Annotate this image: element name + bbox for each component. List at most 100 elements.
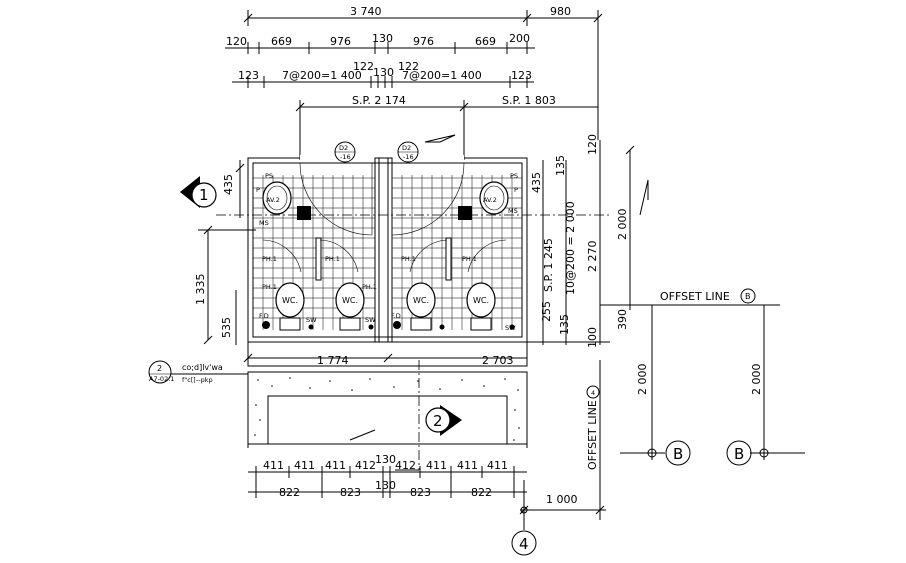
door-swings [299,162,465,236]
dim-row3a-0: 122 [353,60,374,73]
offset-line-4: OFFSET LINE 4 1 000 4 [511,360,606,556]
concrete-pattern [254,377,520,441]
dim-sp-left: S.P. 2 174 [352,94,406,107]
label-ph-3: PH.1 [462,255,477,263]
dim-right-2270: 2 270 [586,241,599,273]
left-dimensions: 435 1 335 535 [194,160,256,345]
label-wc-1: WC. [342,296,358,305]
right-dimensions: 135 435 S.P. 1 245 10@200 = 2 000 2 270 … [527,134,635,348]
door-tag-left-b: -16 [340,153,351,161]
dim-top-right: 980 [550,5,571,18]
dim-left-535: 535 [220,317,233,338]
fixture-labels: AV.2 AV.2 PS MS P PS MS P PH.1 PH.1 PH.1… [256,172,518,332]
dim-top-total: 3 740 [350,5,382,18]
dim-mid-2703: 2 703 [482,354,514,367]
dim-right-435: 435 [530,172,543,193]
door-tag-right-b: -16 [403,153,414,161]
section-2-label: 2 [433,412,443,430]
label-wc-2: WC. [413,296,429,305]
label-sw-2: SW [505,324,516,332]
dim-b2-3: 823 [410,486,431,499]
dim-row2-4: 976 [413,35,434,48]
label-ph-2: PH.1 [401,255,416,263]
dim-b1-1: 411 [294,459,315,472]
label-ph-1: PH.1 [325,255,340,263]
dim-b2-4: 822 [471,486,492,499]
label-misc-right-1: MS [508,207,518,215]
dim-row2-2: 976 [330,35,351,48]
dim-row2-3: 130 [372,32,393,45]
label-ph-4: PH.1 [262,283,277,291]
dim-b1-4: 130 [375,453,396,466]
dim-b1-8: 411 [487,459,508,472]
dim-b1-2: 411 [325,459,346,472]
section-marker-2: 2 [395,360,462,471]
label-misc-left-2: P [256,186,260,194]
offset-line-4-tag: 4 [591,389,595,397]
callout-sub: f"c[[--pkp [182,376,213,384]
dim-left-1335: 1 335 [194,274,207,306]
grid-b-right: B [734,445,744,463]
dim-row2-0: 120 [226,35,247,48]
dim-row2-6: 200 [509,32,530,45]
label-av-left: AV.2 [266,196,280,204]
label-av-right: AV.2 [483,196,497,204]
dim-row3-2: 7@200=1 400 [402,69,482,82]
dim-b2-0: 822 [279,486,300,499]
dim-right-255: 255 [540,301,553,322]
callout-ref: A7-02.1 [149,375,174,383]
door-tag-left-a: D2 [339,144,348,152]
label-sw-1: SW [365,316,376,324]
label-misc-right-0: PS [510,172,518,180]
label-misc-left-0: PS [265,172,273,180]
dim-b1-6: 411 [426,459,447,472]
dim-row3-1: 7@200=1 400 [282,69,362,82]
label-wc-0: WC. [282,296,298,305]
fixtures [262,181,515,331]
callout-title: co;d]lv'wa [182,363,223,372]
dim-b1-7: 411 [457,459,478,472]
dim-mid-1774: 1 774 [317,354,349,367]
dim-row3-3: 123 [511,69,532,82]
offset-line-b-tag: B [745,292,751,301]
dim-b1-5: 412 [395,459,416,472]
label-fd-0: F.D [259,312,269,320]
door-tag-right-a: D2 [402,144,411,152]
top-dimensions: 3 740 980 120 669 976 130 976 669 200 12… [225,5,603,160]
dim-right-120: 120 [586,134,599,155]
dim-right-sp: S.P. 1 245 [542,238,555,292]
dim-bottom-1000: 1 000 [546,493,578,506]
dim-right-100: 100 [586,327,599,348]
dim-right-135-top: 135 [554,155,567,176]
mid-dimensions: 1 774 2 703 [243,353,527,367]
dim-right-390: 390 [616,309,629,330]
label-misc-right-2: P [514,186,518,194]
dim-right-grid: 10@200 = 2 000 [564,201,577,295]
dim-row2-5: 669 [475,35,496,48]
label-wc-3: WC. [473,296,489,305]
section-marker-1: 1 [180,176,649,216]
bottom-dimensions: 411 411 411 412 130 412 411 411 411 822 … [248,453,527,499]
grid-4: 4 [519,535,529,553]
dim-offb-2000-b: 2 000 [750,364,763,396]
offset-line-b: OFFSET LINE B 2 000 2 000 B B [600,288,805,466]
dim-right-2000: 2 000 [616,209,629,241]
label-misc-left-1: MS [259,219,269,227]
label-ph-0: PH.1 [262,255,277,263]
offset-line-4-label: OFFSET LINE [586,400,599,470]
dim-offb-2000-a: 2 000 [636,364,649,396]
dim-left-435: 435 [222,174,235,195]
callout-num: 2 [157,364,162,373]
dim-row3-0: 123 [238,69,259,82]
plan-walls [247,155,528,448]
dim-row3a-2: 122 [398,60,419,73]
label-fd-1: F.D [391,312,401,320]
dim-row3a-1: 130 [373,66,394,79]
detail-callout: 2 A7-02.1 co;d]lv'wa f"c[[--pkp [148,360,248,384]
dim-b1-0: 411 [263,459,284,472]
dim-sp-right: S.P. 1 803 [502,94,556,107]
dim-row2-1: 669 [271,35,292,48]
dim-b2-1: 823 [340,486,361,499]
dim-b2-2: 130 [375,479,396,492]
